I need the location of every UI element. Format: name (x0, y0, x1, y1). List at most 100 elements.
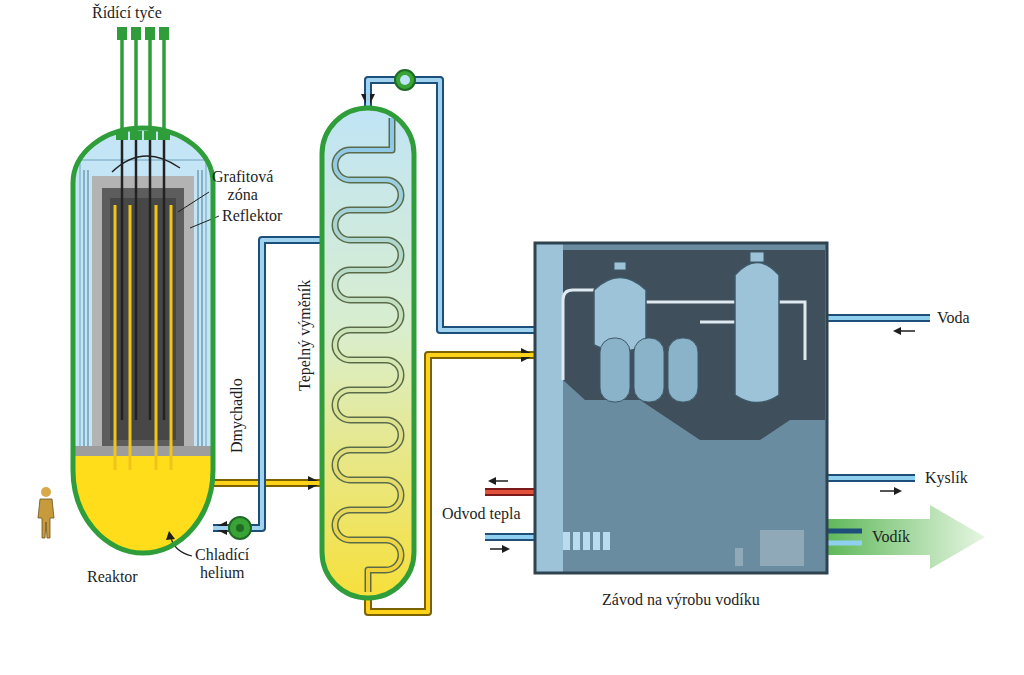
utility-pipes (485, 318, 985, 569)
tank-nozzle (614, 262, 626, 270)
coil-outline (335, 118, 401, 592)
coolant-tube (201, 170, 203, 448)
rod-collar (144, 131, 156, 140)
flow-arrow (490, 548, 503, 550)
tall-tank (735, 263, 779, 403)
pipe-fill (213, 240, 322, 528)
heat-pipe-hot (485, 490, 535, 494)
flow-arrow (488, 477, 496, 485)
rod-cap (159, 27, 169, 40)
blower-hub (236, 524, 244, 532)
oxygen-pipe (827, 476, 915, 480)
control-rod (135, 128, 138, 420)
control-rod (162, 38, 166, 140)
flow-arrow (502, 545, 510, 553)
cylinder (668, 338, 698, 402)
flow-arrow (894, 487, 902, 495)
node-label: Tepelný výměník (296, 279, 314, 390)
label-slot: Voda (937, 309, 970, 327)
inner-liner (80, 160, 206, 448)
pump (395, 70, 415, 90)
node-border (535, 243, 827, 573)
pipe-outline (213, 479, 322, 487)
water-pipe (827, 314, 930, 322)
helium-plenum (70, 455, 216, 565)
plant-illustration (535, 243, 827, 573)
part-label: Reflektor (222, 207, 282, 225)
text-slot: Závod na výrobu vodíku (602, 591, 760, 609)
node-border (322, 108, 414, 598)
hydrogen-arrow (827, 505, 985, 569)
leader-line (178, 192, 209, 212)
pipe-outline (213, 240, 322, 528)
pipe-outline (368, 355, 535, 612)
heat-exchanger: Tepelný výměník (294, 108, 414, 598)
flow-arrow (900, 330, 915, 332)
fuel-channel (170, 205, 173, 470)
hydrogen-plant: Závod na výrobu vodíku (535, 243, 827, 618)
plant-cutaway (563, 250, 825, 440)
water-pipe (827, 316, 930, 320)
exchanger-fill (322, 108, 414, 598)
support-plate (70, 446, 216, 456)
node-border (73, 128, 213, 553)
door (760, 530, 804, 566)
control-rod (163, 128, 166, 420)
blower (229, 517, 251, 539)
rod-cap (145, 27, 155, 40)
hydrogen-pipe (827, 529, 862, 534)
coolant-tube (197, 170, 199, 448)
node-label: Závod na výrobu vodíku (602, 591, 760, 609)
window (563, 532, 570, 550)
pipe-fill (213, 481, 322, 485)
pipe-connector (368, 355, 535, 612)
node-label: Reaktor (87, 568, 138, 586)
label-slot: Odvod tepla (442, 505, 521, 523)
cylinder (600, 338, 630, 402)
label-slot: Reflektor (222, 207, 282, 225)
cylinder (634, 338, 664, 402)
label-slot: Vodík (872, 528, 910, 546)
window (573, 532, 580, 550)
heat-pipe-cold (485, 535, 535, 539)
stream-label: Voda (937, 309, 970, 327)
label-slot: Chladící helium (195, 546, 249, 582)
part-label: Dmychadlo (228, 378, 246, 453)
control-rod (149, 128, 152, 420)
label-slot: Grafitová zóna (212, 168, 273, 204)
window (603, 532, 610, 550)
person-figure (38, 487, 54, 538)
heat-pipe-hot (485, 488, 535, 496)
text-slot: Reaktor (87, 568, 138, 586)
control-rod (134, 38, 138, 140)
pipe-connector (213, 240, 322, 528)
control-rod (148, 38, 152, 140)
heat-pipe-cold (485, 533, 535, 541)
plant-body (535, 243, 827, 573)
pipe-connector (213, 483, 322, 484)
window (583, 532, 590, 550)
hatch (735, 548, 743, 566)
control-rod (121, 128, 124, 420)
flow-arrow (893, 327, 901, 335)
rod-cap (131, 27, 141, 40)
coil (335, 118, 401, 592)
control-rod (120, 38, 124, 140)
part-label: Odvod tepla (442, 505, 521, 523)
reactor-vessel: Reaktor (73, 128, 213, 598)
reactor-interior (70, 120, 216, 565)
label-slot: Řídící tyče (92, 4, 162, 22)
node-outline (73, 128, 213, 553)
coolant-tube (83, 170, 85, 448)
text-slot: Tepelný výměník (296, 279, 314, 390)
hydrogen-pipe (827, 541, 862, 546)
flow-arrow (880, 490, 895, 492)
tank-nozzle (750, 252, 764, 262)
flow-arrow (112, 156, 180, 172)
